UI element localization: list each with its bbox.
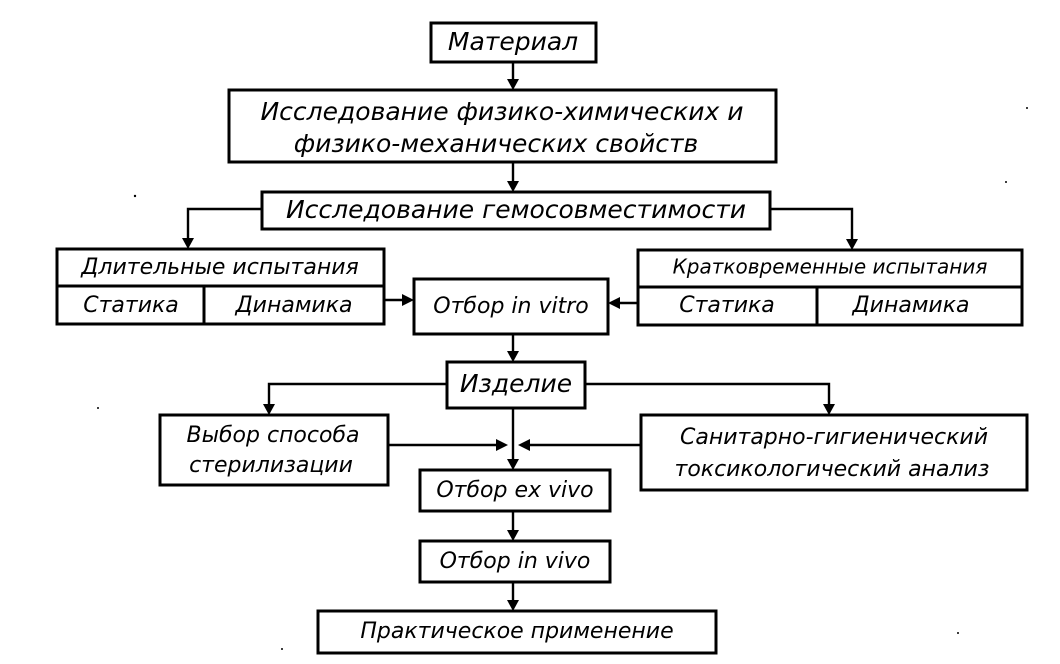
hemocompatibility-node: Исследование гемосовместимости	[260, 190, 772, 231]
arrow-to-practical	[507, 600, 519, 611]
sanitary-label-line-2: токсикологический анализ	[675, 457, 990, 482]
connector-hemo-to-short	[770, 207, 854, 242]
practical-use-node: Практическое применение	[316, 609, 718, 655]
arrow-to-short-tests	[846, 239, 858, 250]
material-node: Материал	[429, 21, 598, 64]
connectors	[182, 62, 858, 611]
arrow-to-exvivo	[507, 459, 519, 470]
arrow-sanitary-to-center	[518, 439, 530, 451]
arrow-to-invivo	[507, 530, 519, 541]
practical-use-box	[316, 609, 718, 655]
properties-label-line-2: физико-механических свойств	[294, 129, 699, 158]
in-vivo-label: Отбор in vivo	[440, 549, 591, 574]
properties-label-line-1: Исследование физико-химических и	[260, 97, 743, 126]
connector-hemo-to-long	[186, 207, 262, 241]
arrow-to-product	[507, 351, 519, 362]
arrow-short-to-invitro	[608, 297, 620, 309]
product-node: Изделие	[445, 360, 587, 410]
in-vitro-label: Отбор in vitro	[433, 294, 588, 319]
sanitary-box	[639, 413, 1029, 492]
ex-vivo-node: Отбор ex vivo	[418, 468, 612, 513]
product-box	[445, 360, 587, 410]
hemocompatibility-label: Исследование гемосовместимости	[286, 195, 746, 224]
sanitary-label-line-1: Санитарно-гигиенический	[680, 425, 988, 450]
speckle-dot	[97, 407, 99, 409]
product-label: Изделие	[460, 369, 572, 398]
speckle-dot	[1005, 181, 1007, 183]
connector-product-to-sterilization	[267, 382, 447, 407]
sterilization-box	[158, 413, 390, 487]
short-dynamics-label: Динамика	[851, 293, 969, 318]
arrow-to-sanitary	[823, 404, 835, 415]
speckle-dot	[957, 632, 959, 634]
speckle-dot	[1026, 107, 1028, 109]
in-vivo-node: Отбор in vivo	[418, 539, 612, 584]
material-label: Материал	[448, 27, 578, 56]
sterilization-label-line-1: Выбор способа	[187, 423, 360, 448]
arrow-to-sterilization	[263, 404, 275, 415]
long-tests-label: Длительные испытания	[80, 255, 359, 280]
in-vivo-box	[418, 539, 612, 584]
in-vitro-node: Отбор in vitro	[412, 277, 610, 336]
long-static-label: Статика	[83, 293, 179, 318]
hemocompatibility-box	[260, 190, 772, 231]
properties-node: Исследование физико-химических и физико-…	[227, 88, 778, 164]
arrow-to-properties	[507, 79, 519, 90]
ex-vivo-label: Отбор ex vivo	[436, 478, 593, 503]
sterilization-node: Выбор способа стерилизации	[158, 413, 390, 487]
arrow-to-hemo	[507, 181, 519, 192]
long-dynamics-label: Динамика	[234, 293, 352, 318]
sterilization-label-line-2: стерилизации	[189, 453, 353, 478]
arrow-to-long-tests	[182, 238, 194, 249]
connector-product-to-sanitary	[585, 382, 831, 407]
speckle-dot	[281, 648, 283, 650]
ex-vivo-box	[418, 468, 612, 513]
material-box	[429, 21, 598, 64]
practical-use-label: Практическое применение	[360, 619, 673, 644]
properties-box	[227, 88, 778, 164]
short-tests-label: Кратковременные испытания	[673, 255, 988, 279]
sanitary-node: Санитарно-гигиенический токсикологически…	[639, 413, 1029, 492]
speckle-dot	[133, 194, 137, 198]
in-vitro-box	[412, 277, 610, 336]
short-tests-node: Кратковременные испытания Статика Динами…	[636, 248, 1024, 327]
short-static-label: Статика	[679, 293, 775, 318]
arrow-sterilization-to-center	[496, 439, 508, 451]
scan-speckles	[97, 107, 1028, 650]
long-tests-node: Длительные испытания Статика Динамика	[55, 247, 386, 326]
arrow-long-to-invitro	[402, 294, 414, 306]
